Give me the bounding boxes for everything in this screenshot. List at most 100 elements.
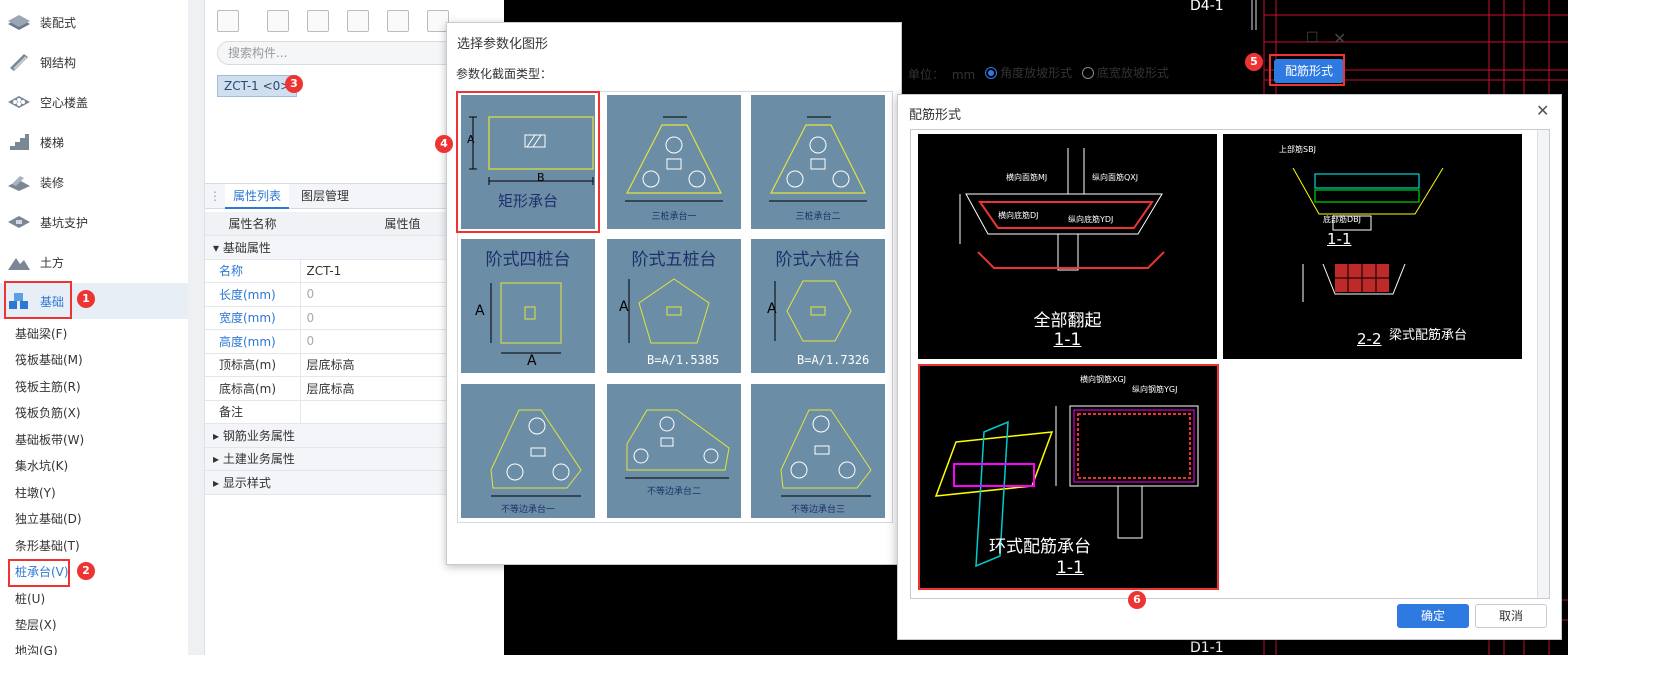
property-name: 备注 bbox=[205, 400, 300, 424]
all-bent-up-drawing bbox=[959, 148, 1165, 271]
category-steel[interactable]: 钢结构 bbox=[0, 44, 188, 80]
category-foundation-pit[interactable]: 基坑支护 bbox=[0, 204, 188, 240]
radio-bottom-width-slope[interactable]: 底宽放坡形式 bbox=[1081, 64, 1169, 81]
filter-button[interactable] bbox=[387, 10, 409, 32]
maximize-icon[interactable]: ☐ bbox=[1306, 30, 1319, 46]
category-label: 空心楼盖 bbox=[40, 95, 89, 110]
close-icon[interactable]: ✕ bbox=[1536, 101, 1550, 120]
group-base-properties[interactable]: ▾ 基础属性 bbox=[205, 235, 505, 260]
group-civil-properties[interactable]: ▸ 土建业务属性 bbox=[205, 447, 505, 471]
shape-tile-unequal-3[interactable]: 不等边承台三 bbox=[751, 384, 885, 518]
subitem-raft-main-rebar[interactable]: 筏板主筋(R) bbox=[15, 380, 81, 394]
radio-angle-slope[interactable]: 角度放坡形式 bbox=[985, 64, 1072, 81]
property-name: 底标高(m) bbox=[205, 376, 300, 401]
subitem-trench[interactable]: 地沟(G) bbox=[15, 644, 58, 655]
cancel-button[interactable]: 取消 bbox=[1475, 604, 1547, 628]
group-label: 显示样式 bbox=[222, 475, 271, 490]
decoration-icon bbox=[8, 176, 30, 191]
three-pile-cap-shape bbox=[625, 116, 723, 202]
subitem-strip-footing[interactable]: 条形基础(T) bbox=[15, 539, 80, 553]
section-label: 1-1 bbox=[1056, 558, 1084, 578]
subitem-pile[interactable]: 桩(U) bbox=[15, 592, 46, 606]
category-label: 装配式 bbox=[40, 15, 77, 30]
rebar-label: 横向面筋MJ bbox=[1006, 173, 1048, 182]
dialog-title: 选择参数化图形 bbox=[457, 37, 549, 52]
step-marker-6: 6 bbox=[1128, 591, 1146, 609]
highlight-box bbox=[8, 559, 70, 587]
category-hollow-floor[interactable]: 空心楼盖 bbox=[0, 84, 188, 120]
rebar-label: 横向底筋DJ bbox=[998, 211, 1039, 220]
scrollbar[interactable] bbox=[1537, 130, 1549, 598]
category-label: 基础 bbox=[40, 294, 65, 309]
dialog-title: 配筋形式 bbox=[909, 108, 962, 123]
subitem-column-pier[interactable]: 柱墩(Y) bbox=[15, 486, 56, 500]
shape-tile-step-four-pile[interactable]: A A 阶式四桩台 bbox=[461, 239, 595, 373]
group-label: 钢筋业务属性 bbox=[222, 428, 295, 443]
sort-button[interactable] bbox=[427, 10, 449, 32]
subitem-raft-foundation[interactable]: 筏板基础(M) bbox=[15, 353, 83, 367]
steel-structure-icon bbox=[10, 54, 28, 71]
component-tree-sidebar: 装配式 钢结构 空心楼盖 楼梯 装修 基坑支护 土方 基础 bbox=[0, 0, 188, 655]
tile-caption: 阶式四桩台 bbox=[485, 250, 571, 270]
foundation-icon bbox=[9, 293, 28, 309]
dim-label: B=A/1.5385 bbox=[647, 353, 720, 367]
section-type-label: 参数化截面类型： bbox=[456, 67, 553, 81]
category-decoration[interactable]: 装修 bbox=[0, 164, 188, 200]
rebar-option-ring-type[interactable]: 横向钢筋XGJ 纵向钢筋YGJ 环式配筋承台 1-1 bbox=[920, 366, 1217, 588]
subitem-sump[interactable]: 集水坑(K) bbox=[15, 459, 69, 473]
category-prefab[interactable]: 装配式 bbox=[0, 4, 188, 40]
category-stairs[interactable]: 楼梯 bbox=[0, 124, 188, 160]
section-label: 1-1 bbox=[1053, 330, 1082, 350]
category-label: 基坑支护 bbox=[40, 215, 89, 230]
highlight-box bbox=[1269, 54, 1345, 86]
unequal-cap-shape bbox=[780, 409, 872, 497]
dim-label: A bbox=[527, 353, 537, 369]
highlight-box bbox=[4, 281, 72, 319]
component-item-zct-1[interactable]: ZCT-1 <0> bbox=[217, 75, 298, 97]
subitem-pile-cap[interactable]: 桩承台(V) bbox=[15, 565, 69, 579]
tab-property-list[interactable]: 属性列表 bbox=[225, 184, 290, 209]
category-earthwork[interactable]: 土方 bbox=[0, 244, 188, 280]
rebar-option-beam-type[interactable]: 上部筋SBJ 底部筋DBJ 1-1 2-2 梁式配筋承台 bbox=[1223, 134, 1522, 359]
group-display-style[interactable]: ▸ 显示样式 bbox=[205, 470, 505, 495]
unit-row: 单位： mm 角度放坡形式 底宽放坡形式 bbox=[908, 64, 1169, 83]
subitem-isolated-footing[interactable]: 独立基础(D) bbox=[15, 512, 82, 526]
dim-label: A bbox=[767, 301, 777, 317]
shape-tile-rect-cap[interactable]: A B 矩形承台 bbox=[461, 95, 595, 229]
shape-tile-three-pile-1[interactable]: 三桩承台一 bbox=[607, 95, 741, 229]
subitem-raft-negative-rebar[interactable]: 筏板负筋(X) bbox=[15, 406, 81, 420]
property-name: 宽度(mm) bbox=[205, 306, 300, 330]
rebar-label: 底部筋DBJ bbox=[1323, 215, 1362, 224]
group-rebar-properties[interactable]: ▸ 钢筋业务属性 bbox=[205, 423, 505, 448]
radio-label: 角度放坡形式 bbox=[1000, 66, 1073, 80]
shape-tile-step-six-pile[interactable]: A B=A/1.7326 阶式六桩台 bbox=[751, 239, 885, 373]
shape-tile-three-pile-2[interactable]: 三桩承台二 bbox=[751, 95, 885, 229]
dim-label: A bbox=[475, 303, 485, 319]
dim-label: A bbox=[467, 133, 475, 146]
rebar-form-button[interactable]: 配筋形式 bbox=[1274, 59, 1344, 83]
step-marker-3: 3 bbox=[285, 75, 303, 93]
tab-layer-management[interactable]: 图层管理 bbox=[301, 189, 350, 203]
new-component-button[interactable] bbox=[217, 10, 239, 32]
ring-type-drawing bbox=[934, 405, 1199, 568]
shape-tile-unequal-1[interactable]: 不等边承台一 bbox=[461, 384, 595, 518]
category-label: 土方 bbox=[40, 255, 65, 270]
step-marker-4: 4 bbox=[435, 135, 453, 153]
subitem-foundation-beam[interactable]: 基础梁(F) bbox=[15, 327, 68, 341]
close-icon[interactable]: ✕ bbox=[1333, 29, 1347, 48]
group-label: 土建业务属性 bbox=[222, 452, 295, 467]
ok-button[interactable]: 确定 bbox=[1397, 604, 1469, 628]
section-label: 1-1 bbox=[1327, 230, 1352, 248]
property-name: 长度(mm) bbox=[205, 282, 300, 307]
subitem-foundation-strip[interactable]: 基础板带(W) bbox=[15, 433, 85, 447]
layer-copy-button[interactable] bbox=[347, 10, 369, 32]
subitem-cushion[interactable]: 垫层(X) bbox=[15, 618, 57, 632]
copy-component-button[interactable] bbox=[267, 10, 289, 32]
rebar-option-all-bent-up[interactable]: 横向面筋MJ 纵向面筋QXJ 横向底筋DJ 纵向底筋YDJ 全部翻起 1-1 bbox=[918, 134, 1217, 359]
panel-splitter[interactable] bbox=[188, 0, 204, 655]
cad-label: D4-1 bbox=[1190, 0, 1224, 14]
highlight-box bbox=[918, 364, 1219, 590]
shape-tile-step-five-pile[interactable]: A B=A/1.5385 阶式五桩台 bbox=[607, 239, 741, 373]
delete-component-button[interactable] bbox=[307, 10, 329, 32]
shape-tile-unequal-2[interactable]: 不等边承台二 bbox=[607, 384, 741, 518]
